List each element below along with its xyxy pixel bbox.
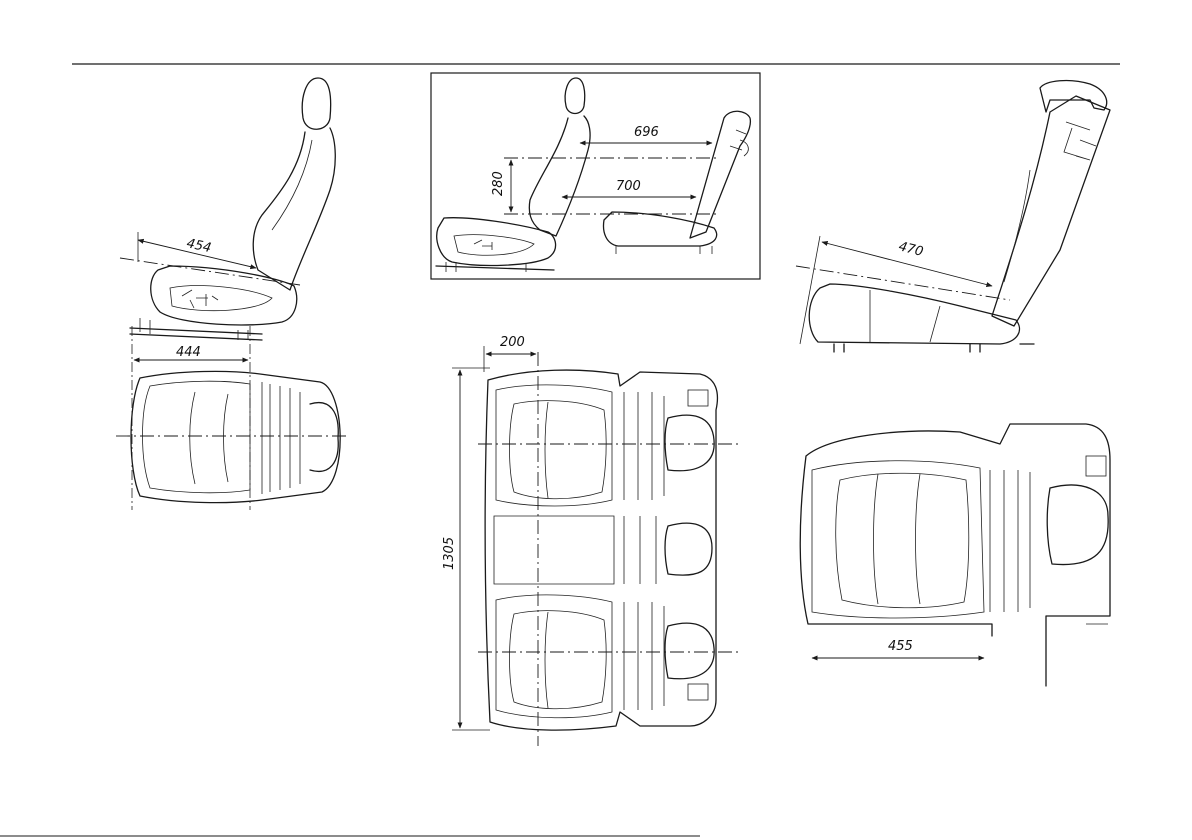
dim-rear-seat-width: 1305: [442, 537, 457, 570]
dim-rear-top: 696: [634, 125, 659, 140]
front-seat-side-view: 454 444: [120, 78, 335, 510]
dim-front-cushion-width: 444: [176, 345, 201, 360]
dim-rear-height-offset: 280: [491, 171, 506, 196]
dim-rear-seat-offset: 200: [500, 335, 525, 350]
rear-seat-side-view: 470: [796, 81, 1110, 352]
dim-rear-cushion-depth: 470: [897, 239, 925, 260]
rear-seat-framed-view: 280 696 700: [431, 73, 760, 279]
dim-rear-bottom: 700: [616, 179, 641, 194]
rear-bench-top-view: 200 1305: [442, 335, 738, 746]
rear-seat-top-view: 455: [800, 424, 1110, 686]
front-seat-top-view: [116, 371, 348, 502]
dim-rear-cushion-width: 455: [888, 639, 913, 654]
dim-front-cushion-depth: 454: [185, 236, 212, 256]
